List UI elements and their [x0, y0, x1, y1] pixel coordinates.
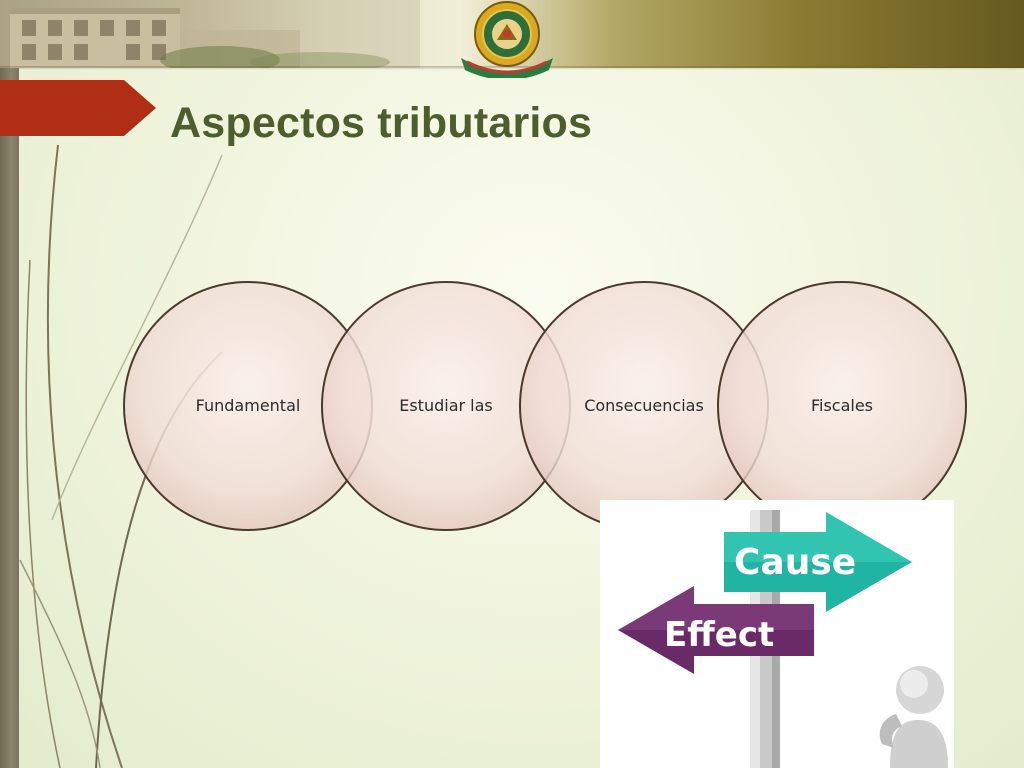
circle-label-2: Estudiar las [399, 396, 493, 415]
effect-label: Effect [664, 615, 774, 655]
circle-label-4: Fiscales [810, 396, 874, 415]
red-tab-arrow [0, 80, 156, 136]
seal-icon [461, 1, 553, 78]
slide-title: Aspectos tributarios [170, 99, 593, 147]
header-shadow [0, 66, 1024, 70]
building-image [0, 0, 420, 68]
left-sidebar-stripe [0, 68, 19, 768]
person-icon [879, 666, 948, 768]
circle-label-1: Fundamental [195, 396, 301, 415]
cause-effect-image: Cause Effect [600, 500, 954, 768]
circle-label-3: Consecuencias [584, 396, 704, 415]
cause-label: Cause [734, 542, 856, 583]
